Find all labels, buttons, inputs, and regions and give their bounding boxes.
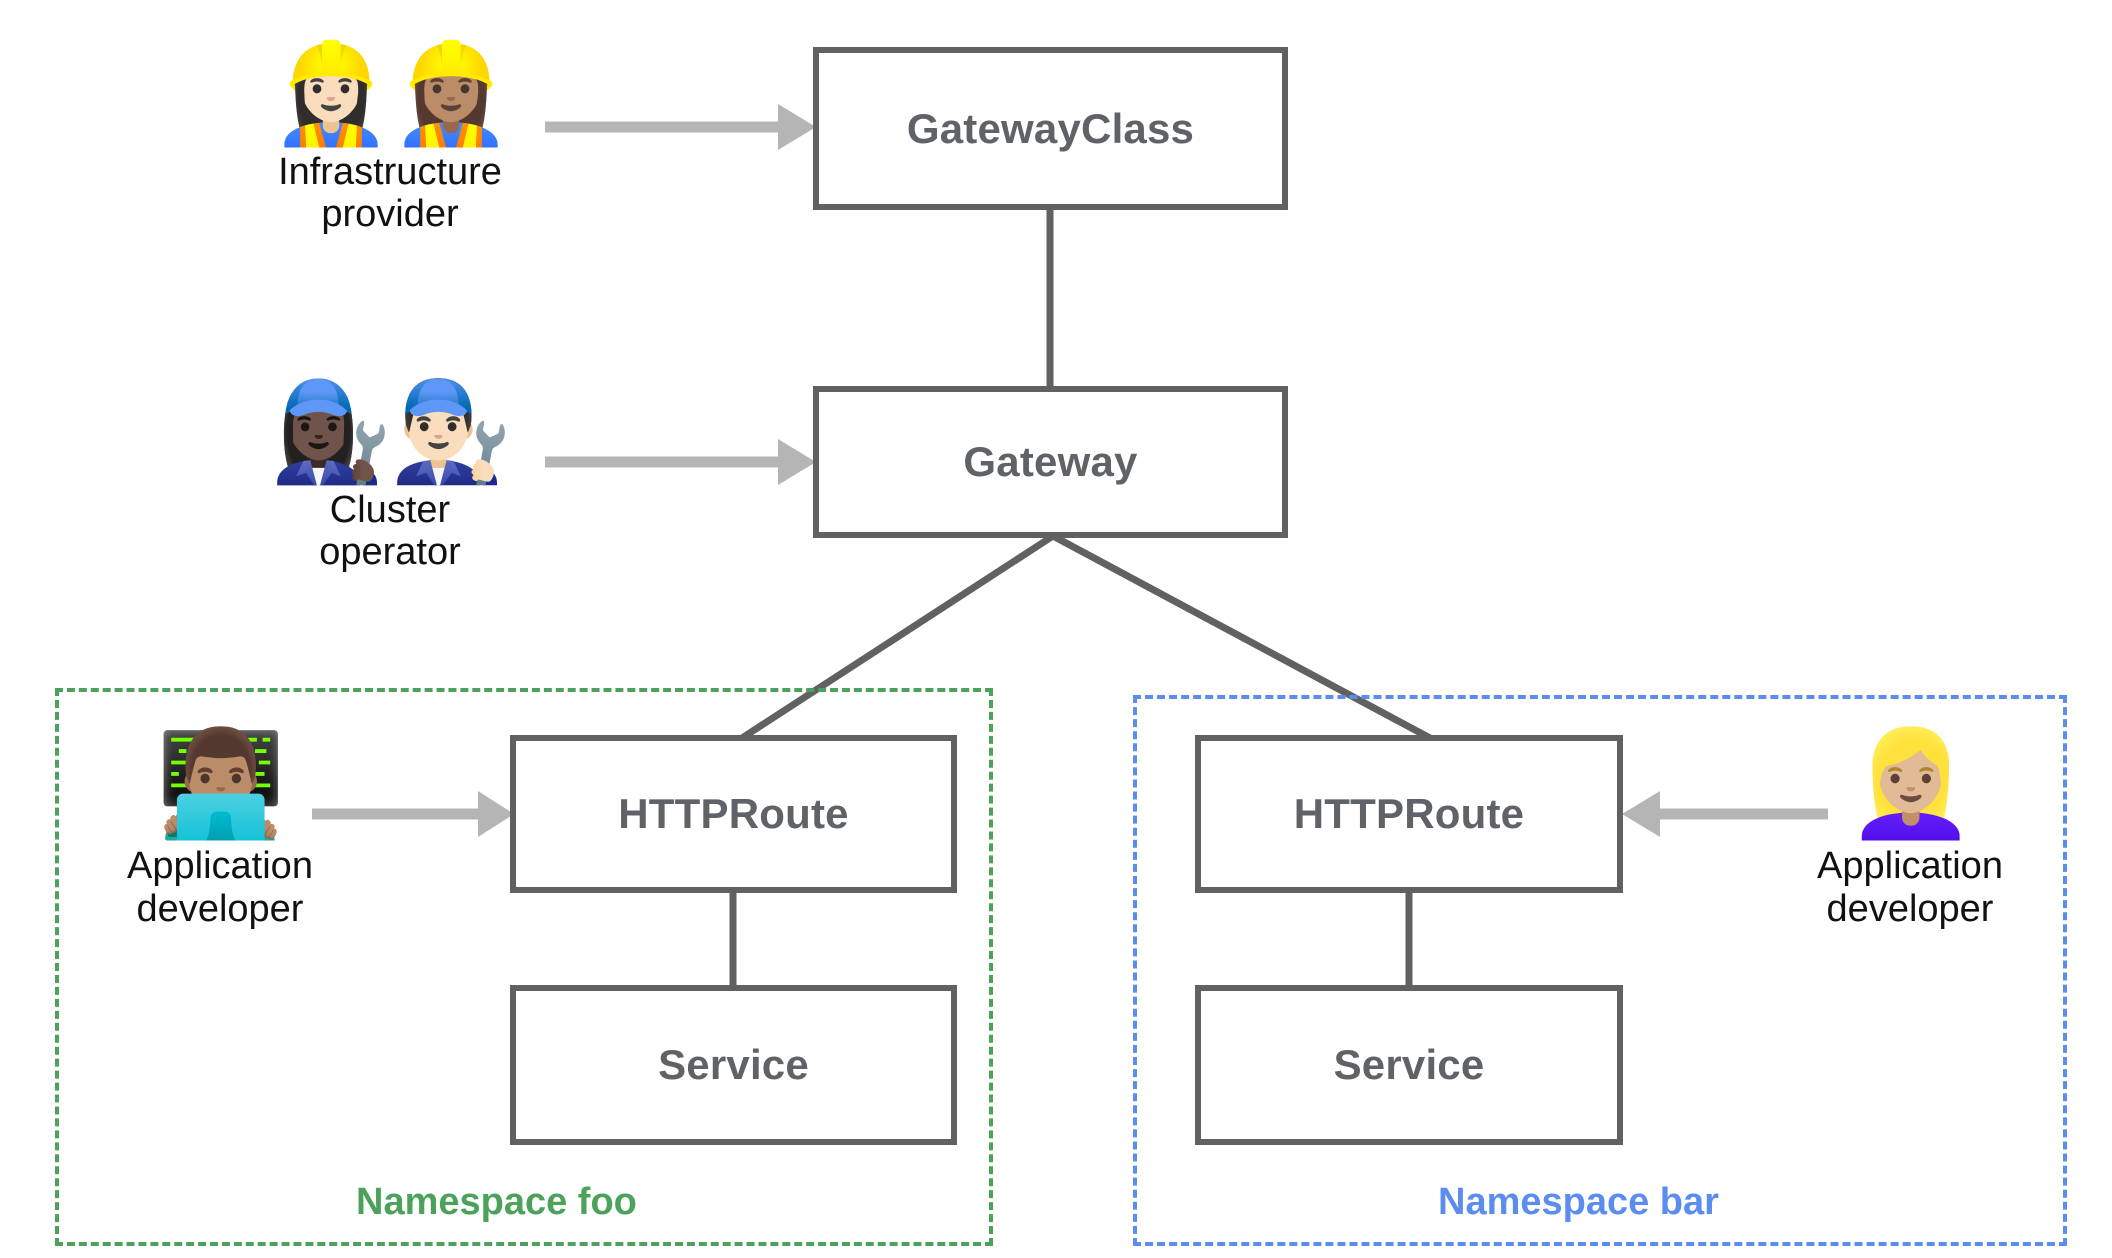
mechanic-pair-icon: 👩🏿‍🔧👨🏻‍🔧 bbox=[269, 376, 512, 486]
arrow-infra-to-gatewayclass bbox=[545, 104, 816, 150]
persona-application-developer-foo: 👨🏽‍💻 Application developer bbox=[110, 726, 330, 930]
node-service-bar[interactable]: Service bbox=[1195, 985, 1623, 1145]
woman-technologist-icon: 👱🏼‍♀️ bbox=[1846, 726, 1975, 842]
node-gateway[interactable]: Gateway bbox=[813, 386, 1288, 538]
node-httproute-bar[interactable]: HTTPRoute bbox=[1195, 735, 1623, 893]
persona-application-developer-bar-label: Application developer bbox=[1817, 845, 2003, 930]
node-gatewayclass-label: GatewayClass bbox=[906, 104, 1195, 152]
persona-infrastructure-provider: 👷🏻‍♀️👷🏽‍♀️ Infrastructure provider bbox=[250, 42, 530, 236]
persona-cluster-operator: 👩🏿‍🔧👨🏻‍🔧 Cluster operator bbox=[250, 380, 530, 574]
persona-infrastructure-provider-label: Infrastructure provider bbox=[278, 150, 502, 236]
node-httproute-bar-label: HTTPRoute bbox=[1293, 790, 1525, 837]
namespace-foo-boundary bbox=[55, 688, 993, 1246]
man-technologist-icon: 👨🏽‍💻 bbox=[156, 726, 285, 842]
namespace-foo-label: Namespace foo bbox=[356, 1181, 637, 1223]
node-service-bar-label: Service bbox=[1333, 1041, 1485, 1088]
persona-cluster-operator-label: Cluster operator bbox=[319, 488, 461, 574]
node-httproute-foo-label: HTTPRoute bbox=[618, 790, 849, 837]
arrow-cluster-to-gateway bbox=[545, 439, 816, 485]
node-service-foo[interactable]: Service bbox=[510, 985, 957, 1145]
node-service-foo-label: Service bbox=[658, 1041, 809, 1088]
node-gateway-label: Gateway bbox=[963, 438, 1138, 485]
node-httproute-foo[interactable]: HTTPRoute bbox=[510, 735, 957, 893]
construction-worker-pair-icon: 👷🏻‍♀️👷🏽‍♀️ bbox=[269, 38, 512, 148]
namespace-bar-label: Namespace bar bbox=[1438, 1181, 1719, 1223]
persona-application-developer-foo-label: Application developer bbox=[127, 845, 313, 930]
namespace-bar-boundary bbox=[1133, 695, 2067, 1246]
node-gatewayclass[interactable]: GatewayClass bbox=[813, 47, 1288, 210]
persona-application-developer-bar: 👱🏼‍♀️ Application developer bbox=[1800, 726, 2020, 930]
